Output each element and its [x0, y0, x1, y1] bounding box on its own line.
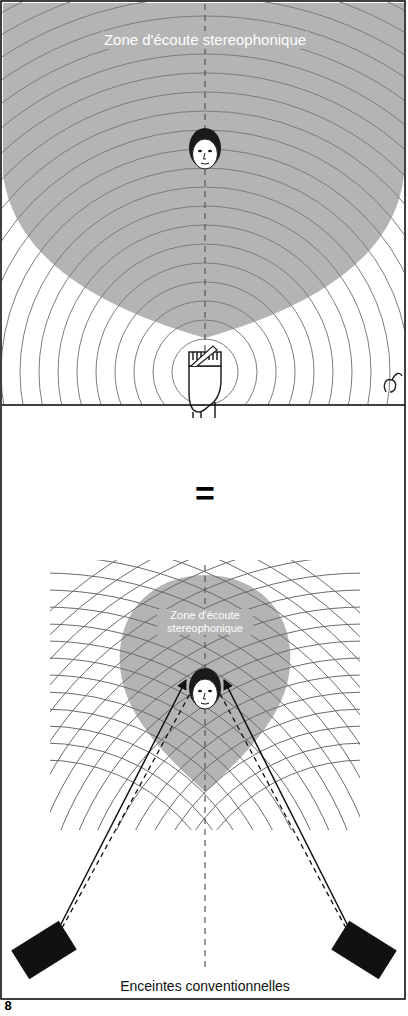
axis-line [204, 4, 205, 402]
listening-zone [3, 3, 404, 338]
frame [1, 1, 405, 999]
speaker [331, 921, 397, 980]
wave-arc [50, 641, 353, 830]
direct-path [60, 680, 186, 926]
wave-arc [50, 560, 360, 830]
wave-arc [2, 92, 404, 404]
wave-arc [50, 560, 360, 830]
divider [2, 404, 405, 406]
wave-arc [50, 709, 285, 830]
sound-waves [2, 2, 404, 404]
wave-arc [2, 54, 404, 404]
cross-path [62, 690, 192, 928]
wave-arc [2, 111, 404, 404]
speaker-caption: Enceintes conventionnelles [118, 978, 292, 994]
direct-path [224, 680, 348, 926]
page-number: 8 [2, 999, 13, 1014]
wave-arc [2, 35, 404, 404]
zone-title: Zone d'écoute stereophonique [102, 31, 308, 48]
listener-face [189, 128, 221, 169]
wave-arc [2, 168, 404, 404]
wave-arc [50, 560, 360, 830]
wave-arc [50, 560, 360, 830]
speaker [11, 921, 77, 980]
equals-sign: = [193, 474, 217, 513]
signature [384, 373, 402, 392]
wave-arc [115, 282, 295, 404]
wave-arc [2, 2, 404, 404]
wave-arc [50, 560, 360, 830]
wave-arc [89, 675, 360, 830]
wave-arc [2, 149, 404, 404]
wave-arc [123, 709, 360, 830]
wave-arc [50, 560, 360, 830]
wave-arc [2, 2, 404, 404]
wave-arc [55, 641, 360, 830]
listener-face [189, 668, 221, 709]
wave-arc [50, 573, 360, 830]
wave-arc [50, 573, 360, 830]
wave-arc [50, 560, 360, 830]
wave-arc [72, 658, 360, 830]
wave-arc [2, 16, 404, 404]
zone-title: Zone d'écoute stereophonique [157, 609, 253, 634]
wave-arc [2, 130, 404, 404]
wave-arc [140, 726, 360, 830]
cross-path [218, 690, 346, 928]
wave-arc [50, 560, 360, 830]
piano-icon [189, 346, 221, 418]
wave-arc [2, 2, 404, 404]
wave-arc [50, 560, 360, 830]
wave-arc [2, 73, 404, 404]
wave-arc [50, 560, 360, 830]
sound-waves [50, 560, 360, 830]
wave-arc [2, 2, 404, 404]
wave-arc [153, 320, 257, 404]
